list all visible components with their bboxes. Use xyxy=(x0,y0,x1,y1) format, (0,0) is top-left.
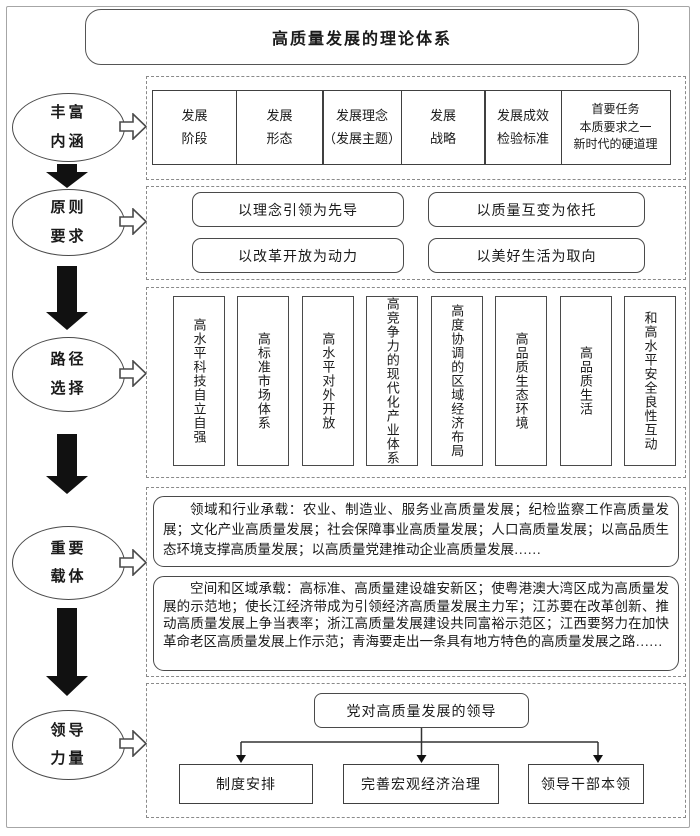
panel-carriers: 领域和行业承载：农业、制造业、服务业高质量发展；纪检监察工作高质量发展；文化产业… xyxy=(146,487,686,677)
right-block-arrow-icon xyxy=(119,113,147,140)
phase-cell: 发展成效 检验标准 xyxy=(484,90,562,165)
path-box: 高水平对外开放 xyxy=(301,296,354,466)
path-box: 高品质生态环境 xyxy=(495,296,548,466)
down-arrow-icon xyxy=(46,164,88,188)
phase-table: 发展 阶段 发展 形态 发展理念 （发展主题） 发展 战略 发展成效 检验标准 … xyxy=(152,90,685,165)
phase-cell: 发展 阶段 xyxy=(152,90,237,165)
phase-cell: 发展 形态 xyxy=(235,90,324,165)
stage-ellipse-leadership: 领导 力量 xyxy=(12,710,125,780)
leadership-root-box: 党对高质量发展的领导 xyxy=(314,693,529,728)
stage-ellipse-connotation: 丰富 内涵 xyxy=(12,93,125,162)
connector-lines xyxy=(236,728,603,763)
panel-connotation: 发展 阶段 发展 形态 发展理念 （发展主题） 发展 战略 发展成效 检验标准 … xyxy=(146,76,686,180)
phase-cell: 发展 战略 xyxy=(400,90,486,165)
principle-box: 以改革开放为动力 xyxy=(192,238,404,273)
path-box: 和高水平安全良性互动 xyxy=(623,296,676,466)
right-block-arrow-icon xyxy=(119,360,147,387)
panel-leadership: 党对高质量发展的领导 制度安排 完善宏观经济治理 领导干部本领 xyxy=(146,683,686,818)
stage-ellipse-paths: 路径 选择 xyxy=(12,337,125,412)
principle-box: 以质量互变为依托 xyxy=(428,192,645,227)
principle-box: 以美好生活为取向 xyxy=(428,238,645,273)
stage-ellipse-carriers: 重要 载体 xyxy=(12,526,125,600)
right-block-arrow-icon xyxy=(119,730,147,757)
path-box: 高竞争力的现代化产业体系 xyxy=(366,296,419,466)
down-arrow-icon xyxy=(46,608,88,696)
outer-frame xyxy=(6,6,690,828)
path-box: 高度协调的区域经济布局 xyxy=(430,296,483,466)
panel-principles: 以理念引领为先导 以质量互变为依托 以改革开放为动力 以美好生活为取向 xyxy=(146,186,686,280)
diagram-title: 高质量发展的理论体系 xyxy=(85,9,639,65)
path-box: 高水平科技自立自强 xyxy=(173,296,225,466)
leadership-child-box: 完善宏观经济治理 xyxy=(343,764,499,804)
panel-paths: 高水平科技自立自强 高标准市场体系 高水平对外开放 高竞争力的现代化产业体系 高… xyxy=(146,287,686,478)
path-box: 高标准市场体系 xyxy=(237,296,290,466)
phase-cell: 发展理念 （发展主题） xyxy=(322,90,402,165)
carrier-box-industry: 领域和行业承载：农业、制造业、服务业高质量发展；纪检监察工作高质量发展；文化产业… xyxy=(153,496,679,567)
down-arrow-icon xyxy=(46,266,88,330)
right-block-arrow-icon xyxy=(119,549,147,576)
stage-ellipse-principles: 原则 要求 xyxy=(12,189,125,256)
principle-box: 以理念引领为先导 xyxy=(192,192,404,227)
phase-cell: 首要任务 本质要求之一 新时代的硬道理 xyxy=(560,90,671,165)
down-arrow-icon xyxy=(46,434,88,494)
carrier-box-region: 空间和区域承载：高标准、高质量建设雄安新区；使粤港澳大湾区成为高质量发展的示范地… xyxy=(153,576,679,671)
right-block-arrow-icon xyxy=(119,208,147,235)
path-box: 高品质生活 xyxy=(559,296,612,466)
leadership-child-box: 领导干部本领 xyxy=(528,764,644,804)
leadership-child-box: 制度安排 xyxy=(179,764,313,804)
